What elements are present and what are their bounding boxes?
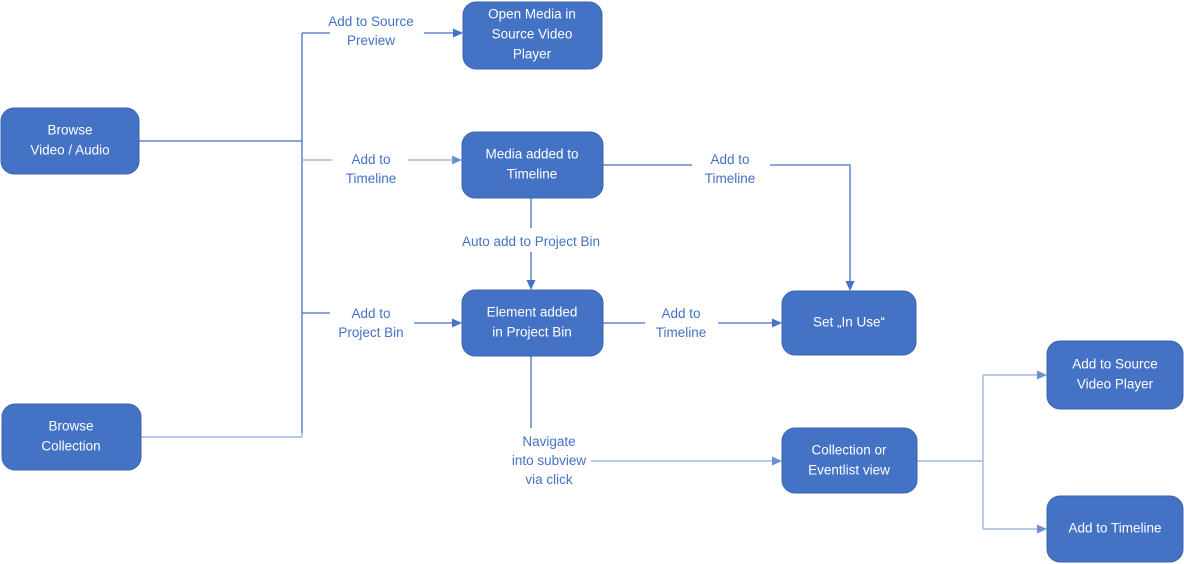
svg-text:Media added to: Media added to bbox=[485, 147, 578, 162]
svg-text:Add to Source: Add to Source bbox=[328, 14, 414, 29]
node-browse-collection[interactable]: Browse Collection bbox=[1, 403, 142, 471]
node-browse-collection-shape[interactable] bbox=[1, 403, 142, 471]
node-open-media-source-player[interactable]: Open Media in Source Video Player bbox=[462, 1, 603, 70]
node-set-in-use-shape[interactable] bbox=[781, 290, 917, 356]
svg-text:via click: via click bbox=[525, 472, 573, 487]
node-collection-eventlist-view[interactable]: Collection or Eventlist view bbox=[781, 427, 918, 494]
node-open-media-source-player-shape[interactable] bbox=[462, 1, 603, 70]
edge-add-to-project-bin bbox=[302, 312, 462, 328]
edge-add-to-timeline-upper bbox=[302, 155, 462, 165]
node-add-to-source-video-player-shape[interactable] bbox=[1046, 340, 1184, 410]
svg-text:Video Player: Video Player bbox=[1077, 377, 1154, 392]
edge-auto-add-to-project-bin bbox=[526, 198, 536, 290]
svg-text:Add to Source: Add to Source bbox=[1072, 357, 1158, 372]
edge-navigate-into-subview bbox=[530, 356, 782, 466]
svg-text:Timeline: Timeline bbox=[346, 171, 397, 186]
svg-text:Auto add to Project Bin: Auto add to Project Bin bbox=[462, 234, 600, 249]
edge-browse-collection-to-trunk bbox=[141, 433, 303, 438]
edge-label-add-to-project-bin: Add to Project Bin bbox=[338, 306, 403, 340]
svg-text:Add to: Add to bbox=[351, 152, 390, 167]
svg-text:Navigate: Navigate bbox=[522, 434, 575, 449]
node-element-added-in-project-bin-shape[interactable] bbox=[461, 289, 604, 357]
edge-media-to-set-in-use bbox=[603, 164, 855, 291]
svg-text:Add to: Add to bbox=[661, 306, 700, 321]
edge-label-navigate-into-subview: Navigate into subview via click bbox=[512, 434, 587, 487]
svg-text:Open Media in: Open Media in bbox=[488, 7, 576, 22]
node-element-added-in-project-bin[interactable]: Element added in Project Bin bbox=[461, 289, 604, 357]
svg-text:Set „In Use“: Set „In Use“ bbox=[813, 315, 885, 330]
svg-text:in Project Bin: in Project Bin bbox=[492, 325, 572, 340]
node-browse-video-audio-shape[interactable] bbox=[0, 107, 140, 175]
svg-text:Add to: Add to bbox=[710, 152, 749, 167]
svg-text:Timeline: Timeline bbox=[705, 171, 756, 186]
svg-text:Player: Player bbox=[513, 47, 552, 62]
svg-text:Video / Audio: Video / Audio bbox=[30, 143, 109, 158]
edge-label-add-to-timeline-right: Add to Timeline bbox=[705, 152, 756, 186]
svg-text:Timeline: Timeline bbox=[656, 325, 707, 340]
svg-text:Timeline: Timeline bbox=[507, 167, 558, 182]
svg-text:Collection or: Collection or bbox=[811, 443, 887, 458]
edge-add-to-source-preview bbox=[302, 28, 463, 38]
svg-text:Add to Timeline: Add to Timeline bbox=[1068, 521, 1161, 536]
edge-label-auto-add-to-project-bin: Auto add to Project Bin bbox=[462, 234, 600, 249]
node-add-to-timeline-shape[interactable] bbox=[1046, 495, 1184, 563]
svg-text:Element added: Element added bbox=[487, 305, 578, 320]
node-media-added-to-timeline[interactable]: Media added to Timeline bbox=[461, 131, 604, 199]
svg-text:Eventlist view: Eventlist view bbox=[808, 463, 890, 478]
svg-text:Project Bin: Project Bin bbox=[338, 325, 403, 340]
svg-text:Collection: Collection bbox=[41, 439, 100, 454]
node-set-in-use[interactable]: Set „In Use“ bbox=[781, 290, 917, 356]
svg-text:Add to: Add to bbox=[351, 306, 390, 321]
edge-collection-split bbox=[917, 370, 1047, 534]
edge-label-add-to-source-preview: Add to Source Preview bbox=[328, 14, 414, 48]
svg-text:Preview: Preview bbox=[347, 33, 395, 48]
svg-text:Source Video: Source Video bbox=[492, 27, 573, 42]
svg-text:into subview: into subview bbox=[512, 453, 587, 468]
node-browse-video-audio[interactable]: Browse Video / Audio bbox=[0, 107, 140, 175]
svg-text:Browse: Browse bbox=[47, 123, 92, 138]
node-add-to-source-video-player[interactable]: Add to Source Video Player bbox=[1046, 340, 1184, 410]
node-media-added-to-timeline-shape[interactable] bbox=[461, 131, 604, 199]
edge-element-to-set-in-use bbox=[603, 318, 782, 328]
node-collection-eventlist-view-shape[interactable] bbox=[781, 427, 918, 494]
edge-label-add-to-timeline-upper: Add to Timeline bbox=[346, 152, 397, 186]
node-add-to-timeline[interactable]: Add to Timeline bbox=[1046, 495, 1184, 563]
edge-label-add-to-timeline-lower: Add to Timeline bbox=[656, 306, 707, 340]
svg-text:Browse: Browse bbox=[48, 419, 93, 434]
